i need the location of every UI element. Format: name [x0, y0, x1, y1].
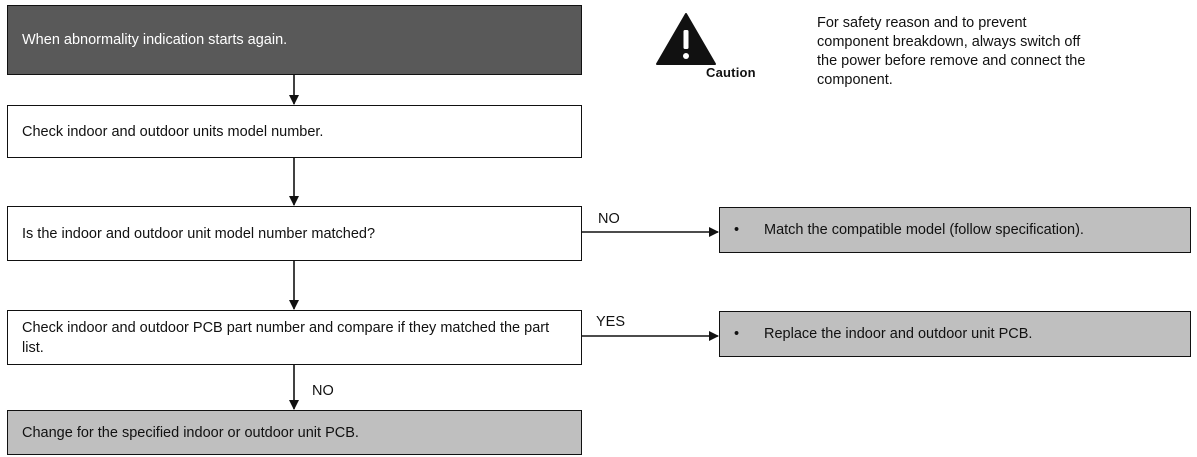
replace-pcb-text: Replace the indoor and outdoor unit PCB.	[764, 326, 1033, 342]
yes-label-pcb: YES	[596, 314, 626, 330]
question-model-text: Is the indoor and outdoor unit model num…	[22, 225, 376, 242]
question-model-box: Is the indoor and outdoor unit model num…	[7, 206, 582, 261]
bullet-marker: •	[734, 326, 740, 342]
caution-text: For safety reason and to prevent compone…	[817, 15, 1086, 88]
change-pcb-text: Change for the specified indoor or outdo…	[22, 424, 359, 441]
check-pcb-text: Check indoor and outdoor PCB part number…	[22, 319, 550, 356]
match-model-box: • Match the compatible model (follow spe…	[719, 207, 1191, 253]
check-pcb-box: Check indoor and outdoor PCB part number…	[7, 310, 582, 365]
check-model-box: Check indoor and outdoor units model num…	[7, 105, 582, 158]
bullet-marker: •	[734, 222, 740, 238]
start-box: When abnormality indication starts again…	[7, 5, 582, 75]
start-text: When abnormality indication starts again…	[22, 32, 288, 48]
replace-pcb-box: • Replace the indoor and outdoor unit PC…	[719, 311, 1191, 357]
caution-label: Caution	[706, 65, 756, 80]
no-label-model: NO	[598, 211, 620, 227]
warning-icon	[656, 13, 716, 65]
no-label-pcb: NO	[312, 383, 334, 399]
change-pcb-box: Change for the specified indoor or outdo…	[7, 410, 582, 455]
match-model-text: Match the compatible model (follow speci…	[764, 222, 1084, 238]
check-model-text: Check indoor and outdoor units model num…	[22, 123, 324, 140]
